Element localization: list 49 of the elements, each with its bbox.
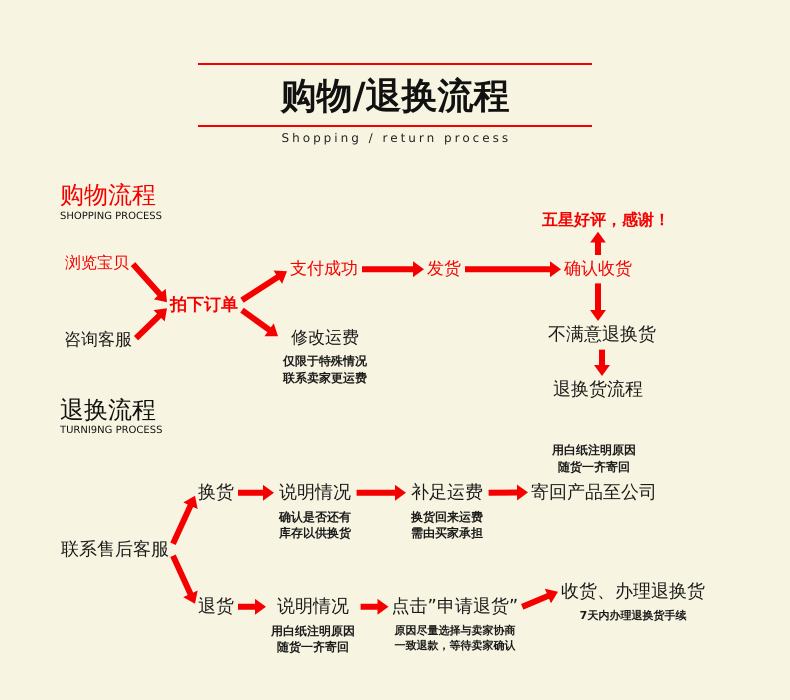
section-heading: 退换流程 [60, 396, 156, 424]
arrow [238, 484, 274, 501]
section-subheading: TURNI9NG PROCESS [60, 425, 162, 437]
step-label: 联系售后客服 [61, 539, 169, 561]
arrow [594, 350, 610, 376]
note-text: 仅限于特殊情况联系卖家更运费 [282, 353, 368, 387]
arrow [134, 306, 170, 340]
note-text: 用白纸注明原因随货一齐寄回 [270, 622, 356, 656]
step-label: 修改运费 [290, 328, 359, 348]
step-label: 咨询客服 [64, 330, 132, 350]
arrow [360, 598, 388, 615]
arrow [170, 494, 198, 546]
step-label: 换货 [198, 482, 234, 504]
arrow [488, 484, 528, 500]
arrow [465, 261, 561, 278]
step-label: 点击”申请退货” [392, 596, 518, 618]
arrow [240, 268, 289, 303]
note-text: 原因尽量选择与卖家协商一致退款，等待卖家确认 [393, 622, 516, 654]
step-label: 支付成功 [290, 259, 358, 280]
note-text: 用白纸注明原因随货一齐寄回 [551, 442, 637, 476]
title: 购物/退换流程 [280, 74, 510, 118]
step-label: 确认收货 [564, 259, 632, 280]
note-text: 确认是否还有库存以供换货 [278, 508, 352, 542]
step-label: 寄回产品至公司 [531, 482, 657, 504]
arrow [238, 598, 266, 615]
arrow [590, 283, 606, 321]
step-label: 补足运费 [410, 482, 483, 504]
step-label: 退换货流程 [553, 379, 643, 401]
step-label: 拍下订单 [170, 295, 238, 316]
step-label: 发货 [427, 259, 461, 280]
note-text: 换货回来运费需由买家承担 [410, 508, 484, 542]
section-subheading: SHOPPING PROCESS [60, 211, 162, 223]
step-label: 说明情况 [278, 482, 351, 504]
arrow [170, 554, 198, 606]
subtitle: Shopping / return process [280, 131, 512, 146]
step-label: 收货、办理退换货 [561, 581, 705, 603]
section-heading: 购物流程 [60, 180, 156, 210]
step-label: 退货 [198, 596, 234, 618]
step-label: 五星好评，感谢！ [542, 210, 670, 229]
arrow [362, 261, 424, 278]
step-label: 不满意退换货 [548, 324, 656, 346]
note-text: 7天内办理退换货手续 [580, 608, 686, 623]
arrow [521, 588, 560, 610]
arrow [590, 232, 606, 255]
step-label: 说明情况 [276, 596, 349, 618]
arrow [356, 484, 406, 501]
step-label: 浏览宝贝 [65, 252, 129, 272]
arrow [240, 308, 280, 339]
arrow [130, 262, 170, 304]
